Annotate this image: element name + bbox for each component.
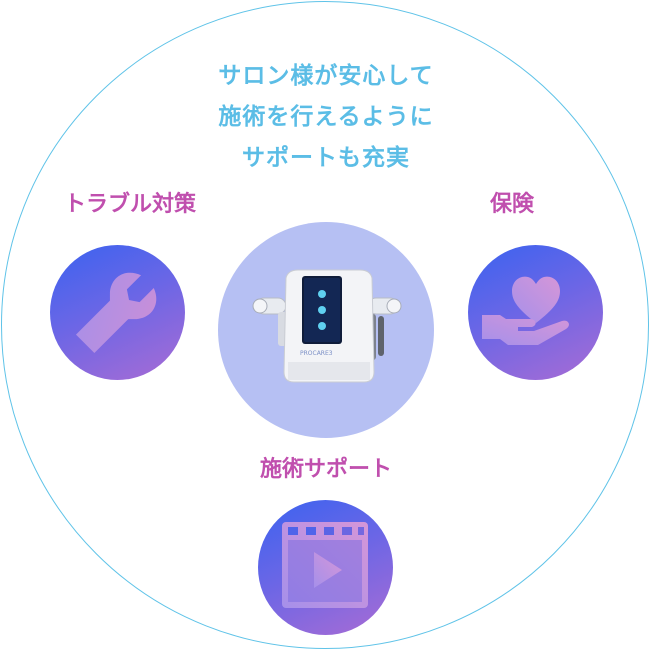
insurance-bubble (468, 245, 603, 380)
support-label: 施術サポート (259, 457, 392, 482)
headline-line-1: サロン様が安心して (218, 63, 434, 89)
support-bubble (258, 500, 393, 635)
device-bubble: PROCARE3 (218, 222, 434, 438)
video-play-icon (282, 522, 368, 608)
device-image: PROCARE3 (252, 269, 402, 383)
wrench-icon (75, 272, 157, 354)
trouble-label: トラブル対策 (64, 192, 197, 217)
headline-line-3: サポートも充実 (242, 145, 410, 171)
device-brand: PROCARE3 (300, 350, 333, 357)
headline: サロン様が安心して 施術を行えるように サポートも充実 (0, 56, 652, 179)
headline-line-2: 施術を行えるように (218, 104, 434, 130)
heart-hand-icon (482, 276, 569, 345)
trouble-bubble (50, 245, 185, 380)
insurance-label: 保険 (490, 192, 535, 217)
